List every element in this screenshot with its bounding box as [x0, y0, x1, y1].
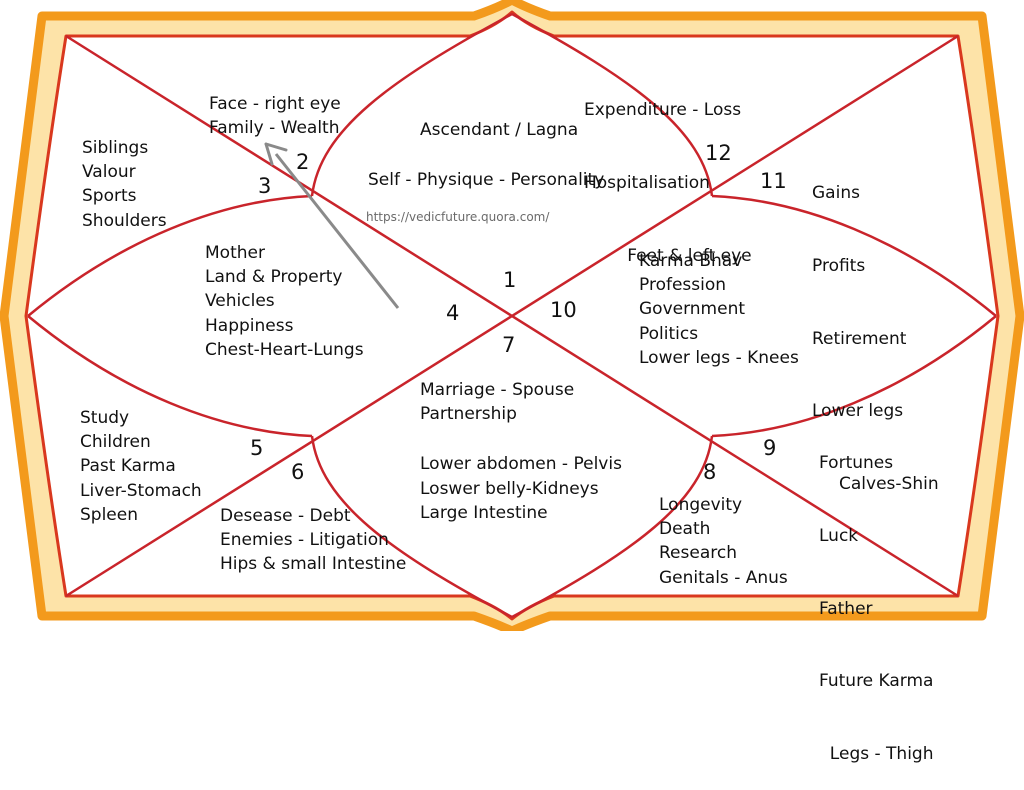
house-7-line: Lower abdomen - Pelvis	[420, 454, 622, 475]
house-2-line: Family - Wealth	[209, 118, 340, 139]
house-4-line: Happiness	[205, 315, 294, 336]
inner-diamond-bottom-left	[310, 435, 513, 619]
house-1-line: Self - Physique - Personality	[368, 170, 605, 191]
house-5-line: Liver-Stomach	[80, 480, 202, 501]
house-8-line: Longevity	[659, 495, 743, 515]
house-6-line: Hips & small Intestine	[220, 554, 407, 575]
house-9-line: Luck	[819, 526, 859, 547]
house-4-line: Vehicles	[205, 291, 275, 312]
inner-diamond-left-lower	[27, 315, 313, 438]
house-12-labels: Expenditure - Loss Hospitalisation Feet …	[584, 50, 752, 292]
house-11-line: Retirement	[812, 328, 907, 349]
house-11-line: Gains	[812, 183, 860, 204]
house-4-line: Mother	[205, 243, 265, 263]
arrow-head-icon	[264, 142, 288, 166]
inner-diamond-bottom-right	[511, 435, 714, 619]
house-11-line: Calves-Shin	[812, 473, 939, 494]
house-1-line: Ascendant / Lagna	[420, 120, 579, 140]
diagonal-anti	[65, 34, 959, 598]
house-3-number: 3	[258, 174, 272, 198]
house-5-line: Study	[80, 408, 130, 428]
house-9-line: Fortunes	[819, 453, 894, 474]
house-2-labels: Face - right eye Family - Wealth	[209, 92, 341, 140]
inner-diamond-right-upper	[711, 194, 997, 317]
house-10-line: Lower legs - Knees	[639, 347, 799, 368]
house-10-labels: Karma Bhav Profession Government Politic…	[639, 249, 799, 370]
house-7-line: Large Intestine	[420, 502, 548, 523]
inner-diamond-right-lower	[711, 315, 997, 438]
house-9-line: Future Karma	[819, 671, 934, 692]
house-4-labels: Mother Land & Property Vehicles Happines…	[205, 241, 364, 362]
house-4-line: Chest-Heart-Lungs	[205, 339, 364, 360]
house-5-line: Children	[80, 432, 151, 453]
house-3-labels: Siblings Valour Sports Shoulders	[82, 136, 167, 233]
house-5-line: Spleen	[80, 504, 138, 525]
house-4-line: Land & Property	[205, 267, 343, 288]
house-7-spacer	[420, 426, 622, 452]
house-11-number: 11	[760, 169, 787, 193]
house-6-labels: Desease - Debt Enemies - Litigation Hips…	[220, 504, 406, 577]
house-9-number: 9	[763, 436, 777, 460]
house-2-number: 2	[296, 150, 310, 174]
house-5-number: 5	[250, 436, 264, 460]
inner-diamond-top-right	[511, 12, 714, 197]
house-1-number: 1	[503, 268, 517, 292]
house-11-labels: Gains Profits Retirement Lower legs Calv…	[812, 133, 939, 520]
house-8-line: Genitals - Anus	[659, 567, 788, 588]
watermark-url: https://vedicfuture.quora.com/	[366, 210, 550, 224]
house-12-line: Expenditure - Loss	[584, 100, 742, 121]
house-10-line: Government	[639, 299, 746, 320]
house-8-line: Research	[659, 543, 737, 564]
house-7-line: Partnership	[420, 404, 517, 425]
house-3-line: Sports	[82, 186, 137, 207]
house-4-number: 4	[446, 301, 460, 325]
house-10-line: Politics	[639, 323, 699, 344]
house-2-line: Face - right eye	[209, 94, 341, 114]
house-3-line: Valour	[82, 162, 136, 183]
house-7-number: 7	[502, 333, 516, 357]
house-12-number: 12	[705, 141, 732, 165]
house-7-line: Loswer belly-Kidneys	[420, 478, 599, 499]
house-10-line: Profession	[639, 275, 727, 296]
house-3-line: Shoulders	[82, 210, 167, 231]
house-6-line: Enemies - Litigation	[220, 530, 389, 551]
house-5-line: Past Karma	[80, 456, 176, 477]
house-11-line: Lower legs	[812, 401, 904, 422]
house-10-number: 10	[550, 298, 577, 322]
house-3-line: Siblings	[82, 138, 149, 158]
house-8-labels: Longevity Death Research Genitals - Anus	[659, 493, 788, 590]
arrow-line	[274, 153, 400, 309]
house-7-line: Marriage - Spouse	[420, 380, 575, 400]
house-6-line: Desease - Debt	[220, 506, 351, 526]
house-8-number: 8	[703, 460, 717, 484]
kundli-chart	[0, 0, 1024, 631]
house-8-line: Death	[659, 519, 711, 540]
house-5-labels: Study Children Past Karma Liver-Stomach …	[80, 406, 202, 527]
house-12-line: Feet & left eye	[584, 245, 752, 266]
house-10-line: Karma Bhav	[639, 251, 743, 271]
inner-diamond-top-left	[310, 12, 513, 197]
house-11-line: Profits	[812, 256, 866, 277]
house-1-labels: Ascendant / Lagna Self - Physique - Pers…	[368, 118, 604, 192]
inner-diamond-left-upper	[27, 194, 313, 317]
house-9-line: Legs - Thigh	[819, 743, 934, 764]
house-6-number: 6	[291, 460, 305, 484]
house-12-line: Hospitalisation	[584, 173, 710, 194]
house-7-labels: Marriage - Spouse Partnership Lower abdo…	[420, 378, 622, 525]
house-9-line: Father	[819, 598, 873, 619]
house-1-spacer	[420, 142, 604, 168]
